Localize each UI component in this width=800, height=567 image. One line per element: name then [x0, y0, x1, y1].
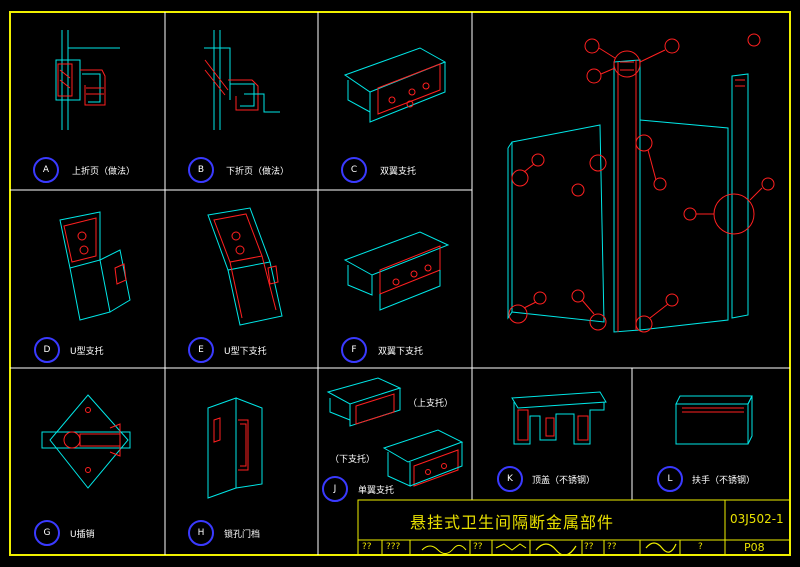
detail-j-drawing [326, 377, 464, 487]
detail-l-badge: L [657, 466, 683, 492]
detail-a-badge: A [33, 157, 59, 183]
detail-b-drawing [204, 30, 280, 130]
detail-f-badge: F [341, 337, 367, 363]
detail-k-drawing [511, 391, 607, 445]
tb-cell-2: ??? [386, 542, 401, 552]
title-block [357, 499, 791, 556]
detail-c-caption: 双翼支托 [380, 167, 417, 177]
drawing-title: 悬挂式卫生间隔断金属部件 [410, 513, 615, 532]
detail-d-drawing [59, 211, 131, 321]
tb-cell-7: ? [698, 542, 703, 552]
detail-l-caption: 扶手（不锈钢） [692, 476, 756, 486]
detail-d-caption: U型支托 [70, 347, 104, 357]
detail-h-badge: H [188, 520, 214, 546]
tb-cell-1: ?? [362, 542, 372, 552]
assembly-drawing [507, 59, 749, 333]
detail-e-badge: E [188, 337, 214, 363]
detail-h-caption: 锁孔门档 [224, 530, 261, 540]
detail-k-badge: K [497, 466, 523, 492]
detail-l-drawing [675, 395, 753, 445]
tb-cell-4: ?? [584, 542, 594, 552]
detail-g-caption: U插销 [70, 530, 95, 540]
detail-c-drawing [343, 47, 447, 123]
tb-cell-5: ?? [607, 542, 617, 552]
detail-c-badge: C [341, 157, 367, 183]
detail-b-caption: 下折页（做法） [226, 167, 290, 177]
detail-d-badge: D [34, 337, 60, 363]
atlas-number: 03J502-1 [730, 512, 784, 526]
detail-b-badge: B [188, 157, 214, 183]
detail-g-drawing [41, 394, 131, 489]
detail-j-badge: J [322, 476, 348, 502]
tb-cell-3: ?? [473, 542, 483, 552]
detail-h-drawing [207, 397, 263, 499]
detail-e-caption: U型下支托 [224, 347, 267, 357]
detail-j-caption: 单翼支托 [358, 486, 395, 496]
assembly-callouts [508, 33, 775, 333]
page-number: P08 [744, 541, 765, 554]
detail-g-badge: G [34, 520, 60, 546]
detail-f-drawing [343, 231, 450, 311]
detail-a-caption: 上折页（做法） [72, 167, 136, 177]
detail-e-drawing [207, 207, 283, 326]
detail-f-caption: 双翼下支托 [378, 347, 424, 357]
panel-grid [10, 12, 790, 555]
lower-bracket-callout: （下支托） [330, 455, 376, 465]
upper-bracket-callout: （上支托） [408, 399, 454, 409]
detail-a-drawing [55, 30, 120, 130]
detail-k-caption: 顶盖（不锈钢） [532, 476, 596, 486]
